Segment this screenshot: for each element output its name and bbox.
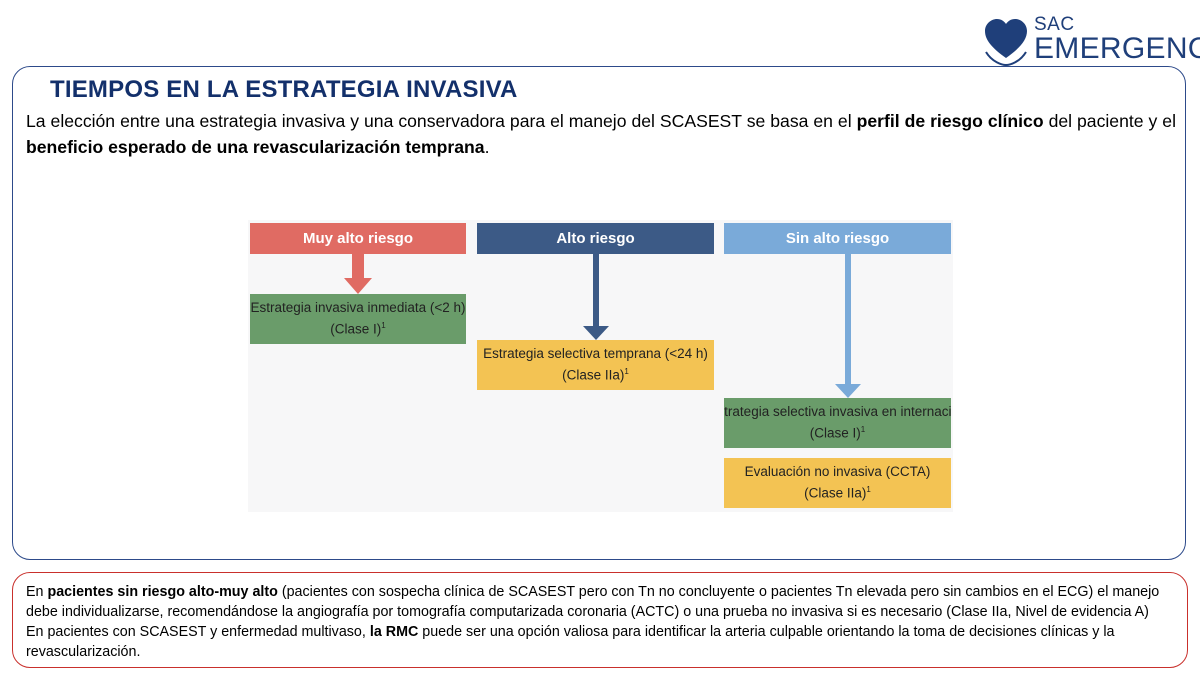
- box-inhospital-selective-strategy: Estrategia selectiva invasiva en interna…: [724, 398, 951, 448]
- header-not-high-risk: Sin alto riesgo: [724, 223, 951, 254]
- arrow-down-icon: [583, 254, 609, 340]
- arrow-down-icon: [344, 254, 372, 294]
- note-paragraph-2: En pacientes con SCASEST y enfermedad mu…: [26, 624, 1115, 660]
- intro-paragraph: La elección entre una estrategia invasiv…: [26, 111, 1176, 157]
- slide-title: TIEMPOS EN LA ESTRATEGIA INVASIVA: [50, 76, 518, 103]
- sac-emergencias-logo: SAC EMERGENCIAS: [982, 14, 1200, 66]
- note-paragraph-1: En pacientes sin riesgo alto-muy alto (p…: [26, 584, 1160, 620]
- note-frame: [12, 572, 1188, 668]
- heart-logo-icon: [985, 19, 1027, 66]
- logo-text-sac: SAC: [1034, 14, 1075, 35]
- risk-strategy-diagram: Muy alto riesgo Alto riesgo Sin alto rie…: [248, 220, 953, 512]
- box-early-selective-strategy: Estrategia selectiva temprana (<24 h) (C…: [477, 340, 714, 390]
- header-high-risk: Alto riesgo: [477, 223, 714, 254]
- box-immediate-invasive-strategy: Estrategia invasiva inmediata (<2 h) (Cl…: [250, 294, 466, 344]
- logo-text-emergencias: EMERGENCIAS: [1034, 32, 1200, 65]
- main-content-frame: [12, 66, 1186, 560]
- arrow-down-icon: [835, 254, 861, 398]
- box-noninvasive-evaluation: Evaluación no invasiva (CCTA) (Clase IIa…: [724, 458, 951, 508]
- note-text: En pacientes sin riesgo alto-muy alto (p…: [26, 582, 1181, 662]
- header-very-high-risk: Muy alto riesgo: [250, 223, 466, 254]
